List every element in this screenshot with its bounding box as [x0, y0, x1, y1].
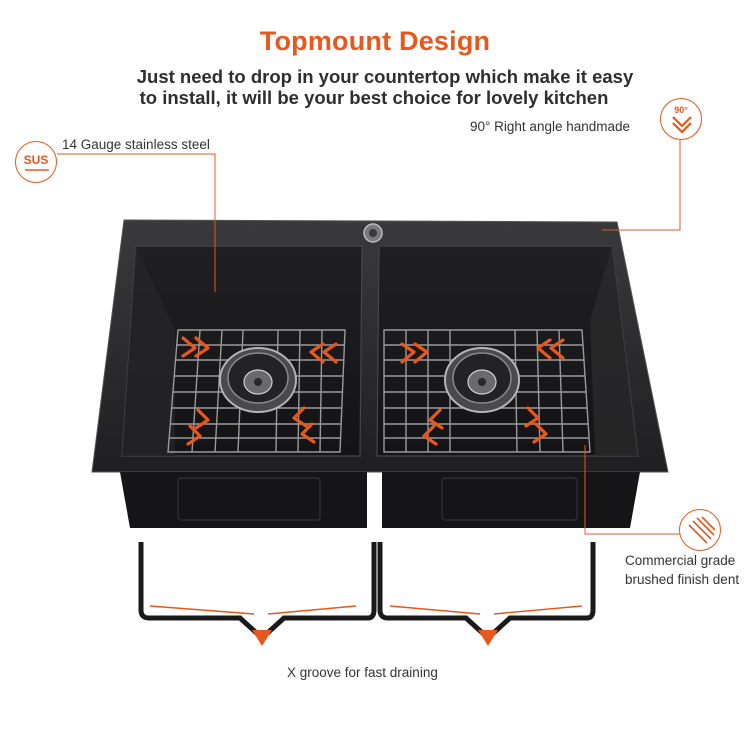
sus-underline-icon [25, 169, 49, 171]
finish-label-line-1: Commercial grade [625, 553, 736, 568]
sink-body [120, 472, 640, 528]
right-angle-badge-icon: 90° [660, 98, 702, 140]
subtitle-line-2: to install, it will be your best choice … [139, 87, 609, 108]
sus-badge-icon: SUS [15, 141, 57, 183]
right-groove-arrow [478, 630, 498, 646]
finish-label: Commercial grade brushed finish dent [625, 551, 750, 589]
drain-direction-arrows [181, 336, 565, 446]
groove-profile [138, 542, 596, 646]
right-angle-badge-text: 90° [674, 105, 688, 115]
finish-label-line-2: brushed finish dent [625, 572, 740, 587]
chevron-down-icon [672, 116, 692, 134]
gauge-label: 14 Gauge stainless steel [62, 137, 210, 152]
brushed-lines-icon [679, 509, 721, 551]
subtitle-line-1: Just need to drop in your countertop whi… [136, 66, 634, 87]
callout-lines [57, 140, 681, 535]
subtitle: Just need to drop in your countertop whi… [95, 66, 675, 108]
diagonal-lines-icon [688, 516, 716, 544]
page-title: Topmount Design [259, 26, 491, 56]
right-drain [444, 347, 520, 413]
faucet-hole [363, 223, 383, 243]
sus-badge-text: SUS [23, 153, 49, 167]
right-bowl [376, 245, 639, 457]
angle-label: 90° Right angle handmade [470, 119, 631, 134]
left-drain [219, 347, 297, 413]
groove-label: X groove for fast draining [287, 665, 438, 680]
left-groove-arrow [252, 630, 272, 646]
